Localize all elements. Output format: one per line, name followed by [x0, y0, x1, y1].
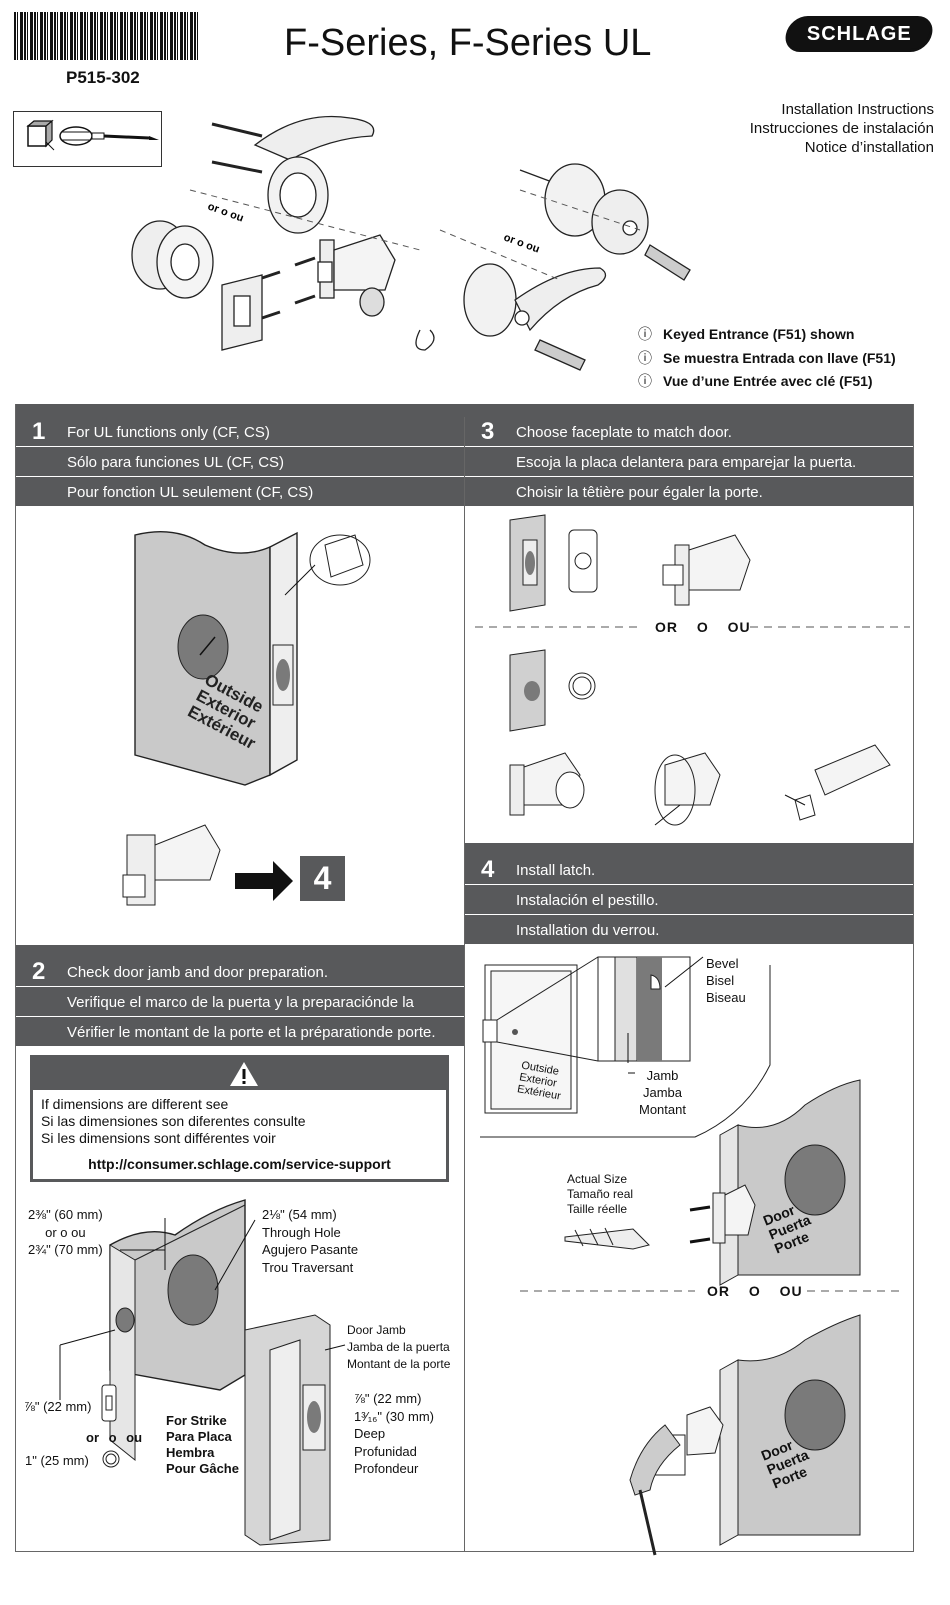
step4-bar-fr: Installation du verrou.	[465, 915, 913, 944]
step2-bar-fr: Vérifier le montant de la porte et la pr…	[16, 1017, 464, 1046]
exploded-lock-illustration: or o ou or o ou	[131, 115, 691, 371]
tools-required-box	[13, 111, 162, 167]
warning-line-en: If dimensions are different see	[41, 1096, 229, 1112]
shown-en: Keyed Entrance (F51) shown	[638, 323, 896, 347]
tools-icon	[26, 119, 159, 151]
edge-bore-1: 1" (25 mm)	[25, 1453, 89, 1468]
step3-number: 3	[481, 418, 495, 445]
step4-top-band	[465, 843, 913, 855]
step2-top-band	[16, 945, 464, 957]
part-number: P515-302	[66, 68, 140, 87]
warning-box: If dimensions are different see Si las d…	[30, 1055, 449, 1182]
top-band	[16, 404, 913, 417]
bevel-label: Bevel Bisel Biseau	[706, 956, 746, 1005]
step1-bar-es: Sólo para funciones UL (CF, CS)	[16, 447, 464, 476]
step2-bar-es: Verifique el marco de la puerta y la pre…	[16, 987, 464, 1040]
step4-door-label: Outside Exterior Extérieur	[516, 1059, 562, 1103]
or-label-left: or o ou	[206, 201, 245, 225]
step4-latch-illustration	[480, 956, 905, 1556]
jamb-label: Jamb Jamba Montant	[639, 1068, 686, 1117]
page-title: F-Series, F-Series UL	[284, 22, 652, 64]
shown-es: Se muestra Entrada con llave (F51)	[638, 347, 896, 371]
step3-faceplate-illustration	[475, 514, 910, 826]
instructions-fr: Notice d’installation	[804, 139, 934, 156]
step4-bar-es: Instalación el pestillo.	[465, 885, 913, 914]
step3-bar-fr: Choisir la têtière pour égaler la porte.	[465, 477, 913, 506]
step1-bar-fr: Pour fonction UL seulement (CF, CS)	[16, 477, 464, 506]
step4-or-label: OR O OU	[707, 1283, 803, 1299]
service-support-link[interactable]: http://consumer.schlage.com/service-supp…	[88, 1156, 391, 1172]
barcode	[14, 12, 198, 60]
through-hole-dimension: 2⅛" (54 mm) Through Hole Agujero Pasante…	[262, 1207, 359, 1275]
edge-bore-or: or o ou	[86, 1430, 143, 1445]
warning-icon	[230, 1062, 258, 1086]
instructions-en: Installation Instructions	[781, 101, 934, 118]
actual-size-label: Actual Size Tamaño real Taille réelle	[567, 1172, 634, 1216]
edge-bore-7-8: ⅞" (22 mm)	[24, 1399, 92, 1414]
backset-dimension: 2⅜" (60 mm) or o ou 2¾" (70 mm)	[28, 1207, 103, 1257]
step3-or-label: OR O OU	[655, 619, 751, 635]
instructions-titles: Installation Instructions Instrucciones …	[750, 100, 934, 157]
warning-line-es: Si las dimensiones son diferentes consul…	[41, 1113, 306, 1129]
model-shown-note: Keyed Entrance (F51) shown Se muestra En…	[638, 323, 896, 394]
step4-bar-en: 4 Install latch.	[465, 855, 913, 884]
step3-bar-en: 3 Choose faceplate to match door.	[465, 417, 913, 446]
strike-depth: ⅞" (22 mm) 1³⁄₁₆" (30 mm) Deep Profunida…	[354, 1391, 434, 1476]
door-jamb-label: Door Jamb Jamba de la puerta Montant de …	[347, 1323, 451, 1371]
step4-number: 4	[481, 856, 495, 883]
strike-label: For Strike Para Placa Hembra Pour Gâche	[166, 1413, 239, 1476]
step1-bar-en: 1 For UL functions only (CF, CS)	[16, 417, 464, 446]
goto-step4-badge: 4	[313, 860, 332, 896]
instructions-es: Instrucciones de instalación	[749, 120, 934, 137]
warning-line-fr: Si les dimensions sont différentes voir	[41, 1130, 276, 1146]
or-label-right: or o ou	[502, 232, 541, 256]
center-divider	[464, 404, 465, 1552]
step1-number: 1	[32, 418, 46, 445]
step3-bar-es: Escoja la placa delantera para emparejar…	[465, 447, 913, 476]
warning-header	[33, 1058, 446, 1090]
step1-door-illustration	[122, 530, 371, 906]
step2-bar-en: 2 Check door jamb and door preparation.	[16, 957, 464, 986]
shown-fr: Vue d’une Entrée avec clé (F51)	[638, 370, 896, 394]
step2-number: 2	[32, 958, 46, 985]
step2-door-illustration	[59, 1199, 346, 1546]
